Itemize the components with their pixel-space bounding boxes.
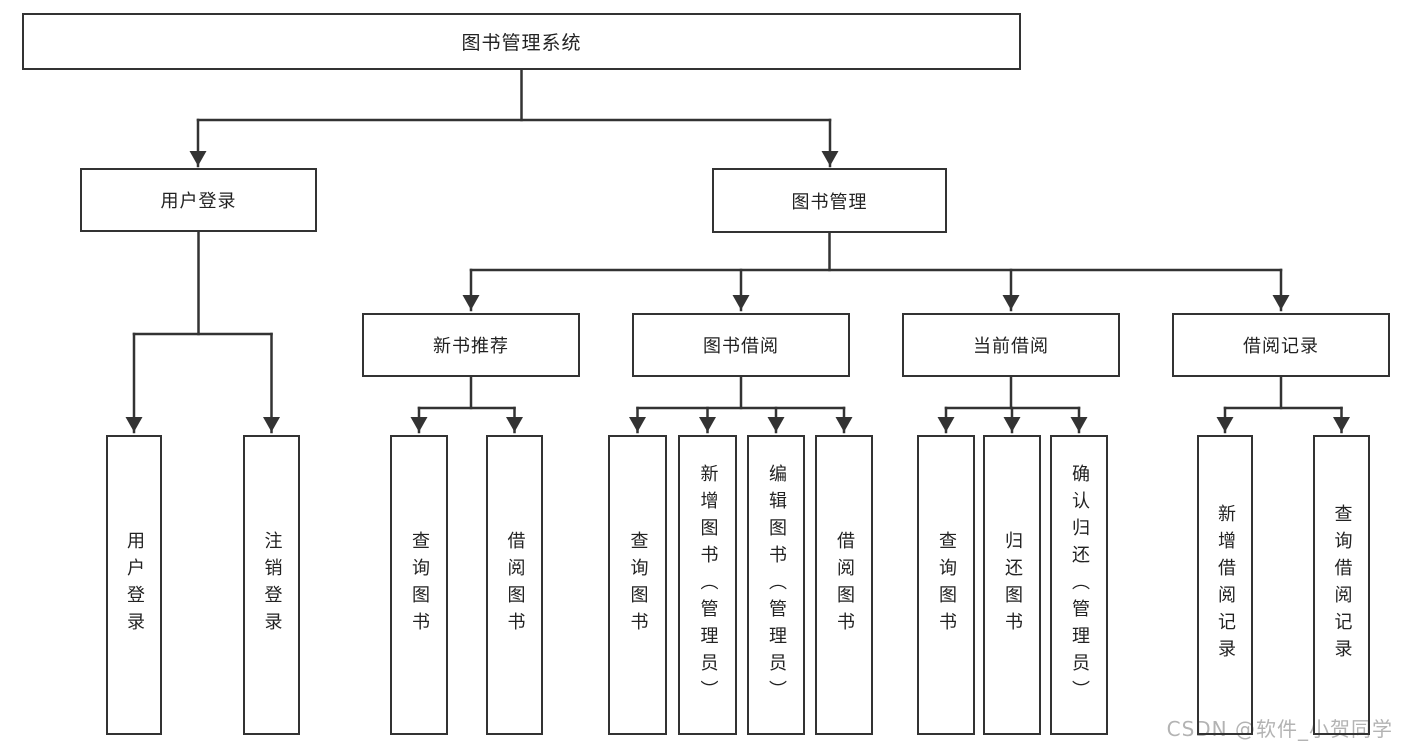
node-root: 图书管理系统 <box>22 13 1021 70</box>
leaf-label: 新增图书（管理员） <box>697 463 719 707</box>
node-borrowing-records: 借阅记录 <box>1172 313 1390 377</box>
leaf-records-query-borrow-record: 查询借阅记录 <box>1313 435 1370 735</box>
node-label: 新书推荐 <box>433 336 509 357</box>
node-book-borrowing: 图书借阅 <box>632 313 850 377</box>
leaf-borrow-borrow-book: 借阅图书 <box>815 435 873 735</box>
leaf-label: 注销登录 <box>261 531 283 639</box>
node-user-login: 用户登录 <box>80 168 317 232</box>
leaf-borrow-add-book-admin: 新增图书（管理员） <box>678 435 737 735</box>
leaf-current-return-book: 归还图书 <box>983 435 1041 735</box>
leaf-borrow-query-book: 查询图书 <box>608 435 667 735</box>
leaf-label: 查询图书 <box>627 531 649 639</box>
node-new-book-recommendation: 新书推荐 <box>362 313 580 377</box>
leaf-logout: 注销登录 <box>243 435 300 735</box>
leaf-label: 确认归还（管理员） <box>1069 463 1090 707</box>
node-label: 当前借阅 <box>973 336 1049 357</box>
node-label: 用户登录 <box>160 191 237 212</box>
leaf-label: 借阅图书 <box>504 531 526 639</box>
leaf-current-query-book: 查询图书 <box>917 435 975 735</box>
leaf-label: 查询图书 <box>936 531 957 639</box>
leaf-borrow-edit-book-admin: 编辑图书（管理员） <box>747 435 805 735</box>
node-label: 图书管理系统 <box>461 32 582 54</box>
leaf-current-confirm-return-admin: 确认归还（管理员） <box>1050 435 1108 735</box>
node-label: 图书管理 <box>791 191 868 213</box>
leaf-newrec-query-book: 查询图书 <box>390 435 448 735</box>
leaf-user-login: 用户登录 <box>106 435 162 735</box>
leaf-records-add-borrow-record: 新增借阅记录 <box>1197 435 1253 735</box>
leaf-label: 用户登录 <box>124 531 145 639</box>
leaf-label: 借阅图书 <box>834 531 855 639</box>
leaf-label: 查询借阅记录 <box>1331 504 1353 666</box>
node-current-borrowing: 当前借阅 <box>902 313 1120 377</box>
watermark: CSDN @软件_小贺同学 <box>1166 717 1393 741</box>
leaf-label: 编辑图书（管理员） <box>766 463 787 707</box>
node-label: 借阅记录 <box>1243 336 1319 357</box>
node-label: 图书借阅 <box>703 336 779 357</box>
leaf-label: 新增借阅记录 <box>1215 504 1236 666</box>
leaf-label: 归还图书 <box>1002 531 1023 639</box>
node-book-management: 图书管理 <box>712 168 947 233</box>
leaf-newrec-borrow-book: 借阅图书 <box>486 435 543 735</box>
leaf-label: 查询图书 <box>409 531 430 639</box>
